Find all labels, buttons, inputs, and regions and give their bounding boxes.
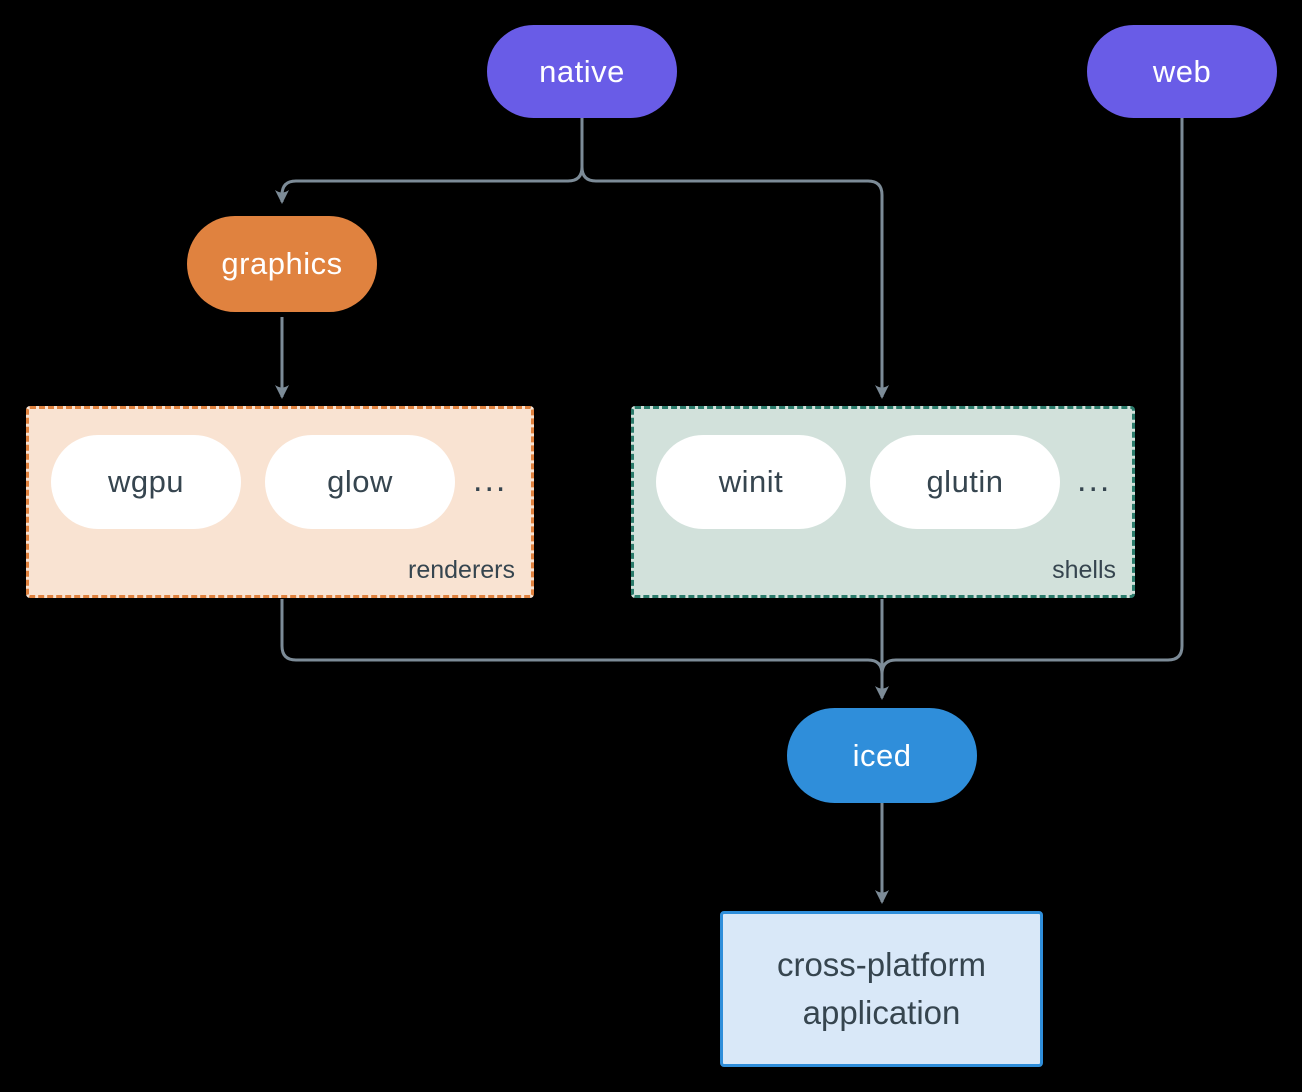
node-native: native: [487, 25, 677, 118]
node-iced-label: iced: [852, 737, 912, 773]
node-winit: winit: [656, 435, 846, 529]
edge-native-to-shells: [580, 118, 889, 399]
edge-renderers-to-merge: [280, 599, 884, 675]
edge-native-to-graphics: [275, 118, 584, 204]
node-cross-platform-application: cross-platform application: [720, 911, 1043, 1067]
node-winit-label: winit: [718, 464, 784, 499]
group-shells-label: shells: [1052, 556, 1116, 584]
group-shells: winit glutin ... shells: [631, 406, 1135, 598]
renderers-ellipsis: ...: [473, 461, 508, 499]
node-wgpu: wgpu: [51, 435, 241, 529]
node-graphics-label: graphics: [221, 246, 343, 281]
group-renderers: wgpu glow ... renderers: [26, 406, 534, 598]
node-iced: iced: [787, 708, 977, 803]
node-glutin: glutin: [870, 435, 1060, 529]
group-renderers-label: renderers: [408, 556, 515, 584]
node-native-label: native: [539, 53, 625, 89]
node-glow-label: glow: [327, 464, 393, 499]
node-graphics: graphics: [187, 216, 377, 312]
node-glutin-label: glutin: [926, 464, 1004, 499]
node-application-label: cross-platform application: [776, 946, 987, 1031]
node-glow: glow: [265, 435, 455, 529]
shells-ellipsis: ...: [1077, 461, 1112, 499]
edge-web-to-merge: [880, 118, 1184, 675]
node-web-label: web: [1152, 53, 1212, 89]
node-web: web: [1087, 25, 1277, 118]
node-wgpu-label: wgpu: [107, 464, 185, 499]
